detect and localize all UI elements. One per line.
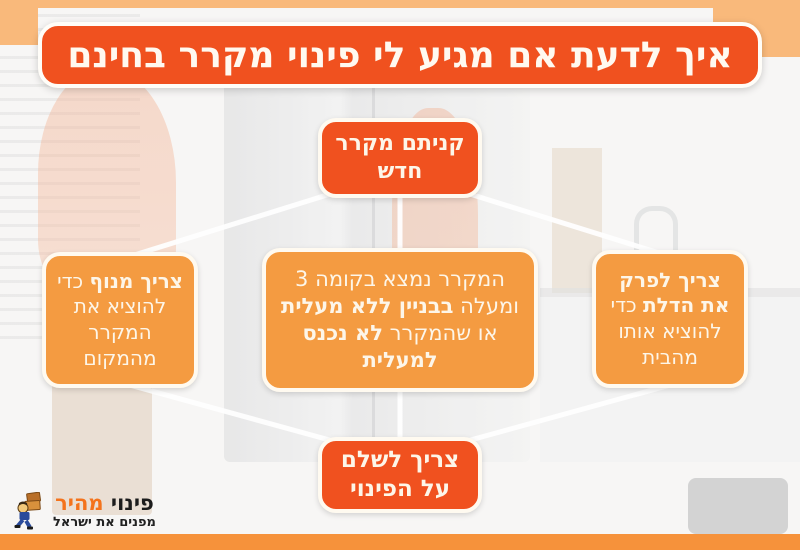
kitchen-appliance <box>688 478 788 534</box>
page-title: איך לדעת אם מגיע לי פינוי מקרר בחינם <box>38 22 762 88</box>
flow-node-result: צריך לשלם על הפינוי <box>318 437 482 513</box>
mover-mascot-icon <box>14 492 41 530</box>
top-orange-strip <box>0 0 800 8</box>
connector-start-to-crane <box>125 187 346 260</box>
flow-node-floor-label: המקרר נמצא בקומה 3 ומעלה בבניין ללא מעלי… <box>281 267 519 372</box>
flow-node-door-label: צריך לפרק את הדלת כדי להוציא אותו מהבית <box>610 267 730 369</box>
flow-node-crane-label: צריך מנוף כדי להוציא את המקרר מהמקום <box>57 268 183 370</box>
flow-node-crane: צריך מנוף כדי להוציא את המקרר מהמקום <box>42 252 198 388</box>
brand-tagline: מפנים את ישראל <box>53 515 156 531</box>
brand-logo: פינוי מהיר מפנים את ישראל <box>14 492 156 530</box>
connector-door-to-result <box>453 381 677 447</box>
kitchen-faucet <box>634 206 678 293</box>
flow-node-start: קניתם מקרר חדש <box>318 118 482 198</box>
footer-bar <box>0 534 800 550</box>
top-left-orange-corner <box>0 0 38 45</box>
flow-node-door: צריך לפרק את הדלת כדי להוציא אותו מהבית <box>592 250 748 388</box>
brand-name-first-word: פינוי <box>110 491 154 515</box>
connector-crane-to-result <box>123 381 347 447</box>
brand-name-second-word: מהיר <box>55 491 104 515</box>
page-title-text: איך לדעת אם מגיע לי פינוי מקרר בחינם <box>67 34 733 76</box>
brand-name: פינוי מהיר <box>53 492 156 514</box>
flow-node-floor: המקרר נמצא בקומה 3 ומעלה בבניין ללא מעלי… <box>262 248 538 392</box>
flow-node-start-label: קניתם מקרר חדש <box>335 130 465 184</box>
brand-logo-text: פינוי מהיר מפנים את ישראל <box>53 492 156 530</box>
connector-start-to-door <box>454 187 675 260</box>
flow-node-result-label: צריך לשלם על הפינוי <box>340 446 460 502</box>
